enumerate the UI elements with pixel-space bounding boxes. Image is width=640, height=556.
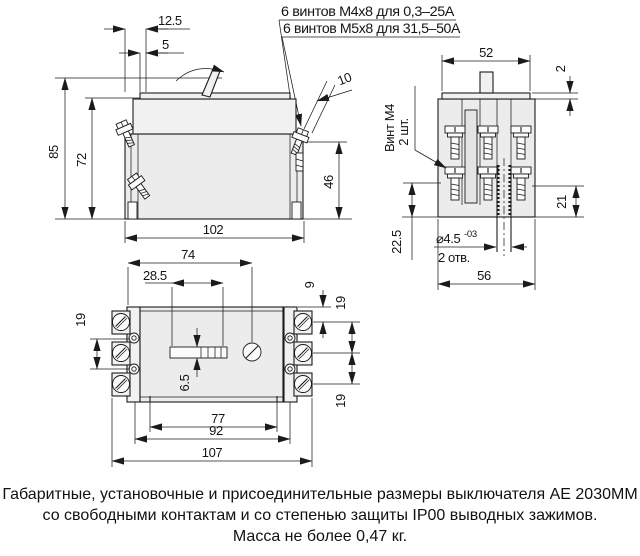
mounting-hole-section xyxy=(496,158,512,256)
dim-label-12-5: 12.5 xyxy=(158,13,182,28)
screw-m4-qty-text: 2 шт. xyxy=(396,118,411,145)
screw-m4-label: Винт М4 2 шт. xyxy=(382,86,447,169)
dim-pole-pitch-bottom: 19 xyxy=(313,352,360,408)
hole-tolerance-text: -03 xyxy=(464,229,477,240)
drawing-canvas: 6 винтов М4х8 для 0,3–25А 6 винтов М5х8 … xyxy=(46,3,584,467)
mounting-hole-callout: ⌀4.5 -03 2 отв. xyxy=(434,229,527,265)
terminal-blocks-right xyxy=(284,310,313,397)
dim-cover-width: 52 xyxy=(441,45,531,91)
hole-qty-text: 2 отв. xyxy=(438,250,470,265)
dim-slot-width: 6.5 xyxy=(177,328,201,391)
dim-pole-pitch-top: 19 xyxy=(313,296,360,354)
dim-slot-center: 28.5 xyxy=(143,268,224,346)
dim-hole-span: 77 xyxy=(149,402,278,432)
caption-line3: Масса не более 0,47 кг. xyxy=(232,528,408,545)
side-view xyxy=(402,71,584,256)
caption-line2: со свободными контактам и со степенью за… xyxy=(42,507,598,524)
adjustment-screw xyxy=(242,342,262,362)
terminal-blocks-left xyxy=(111,310,140,397)
dim-label-56: 56 xyxy=(477,268,491,283)
dim-label-52: 52 xyxy=(479,45,493,60)
dim-label-2: 2 xyxy=(553,65,568,72)
drawing-caption: Габаритные, установочные и присоединител… xyxy=(0,484,640,547)
dim-plan-overall-width: 107 xyxy=(111,398,313,467)
dim-label-19-bottom: 19 xyxy=(333,394,348,408)
dim-handle-center: 74 xyxy=(127,247,253,342)
handle-shaft xyxy=(479,71,494,94)
dim-terminal-height: 46 xyxy=(321,141,343,220)
dim-label-74: 74 xyxy=(181,247,195,262)
dim-label-22-5: 22.5 xyxy=(389,230,404,254)
dim-overall-depth: 56 xyxy=(437,219,536,290)
dim-label-102: 102 xyxy=(203,222,224,237)
dim-label-46: 46 xyxy=(321,175,336,189)
dim-overall-width: 102 xyxy=(124,221,305,243)
dim-label-5: 5 xyxy=(162,37,169,52)
dim-label-92: 92 xyxy=(209,423,223,438)
dim-label-19-left: 19 xyxy=(73,313,88,327)
breaker-body-front xyxy=(124,133,304,220)
dim-label-21: 21 xyxy=(554,195,569,209)
adjustment-slot xyxy=(169,346,228,359)
dim-cover-lip: 2 xyxy=(532,65,578,116)
dim-aux-pitch: 19 xyxy=(73,313,130,370)
dim-label-9: 9 xyxy=(302,281,317,288)
breaker-lid-front xyxy=(132,98,297,135)
plan-view xyxy=(111,306,313,403)
caption-line1: Габаритные, установочные и присоединител… xyxy=(2,486,638,503)
front-view xyxy=(55,64,352,220)
hole-diameter-text: ⌀4.5 xyxy=(436,231,460,246)
dim-label-28-5: 28.5 xyxy=(143,268,167,283)
dim-body-height: 72 xyxy=(74,97,96,220)
dim-label-77: 77 xyxy=(211,411,225,426)
screw-annotation-line2: 6 винтов М5х8 для 31,5–50А xyxy=(283,20,461,36)
dim-body-width: 92 xyxy=(134,402,291,444)
dim-label-72: 72 xyxy=(74,153,89,167)
dim-lever-offset: 12.5 xyxy=(104,13,190,92)
screw-m4-text: Винт М4 xyxy=(382,104,397,152)
dim-overall-height: 85 xyxy=(46,77,69,220)
dim-label-107: 107 xyxy=(202,445,223,460)
dim-label-85: 85 xyxy=(46,145,61,159)
screw-annotation-line1: 6 винтов М4х8 для 0,3–25А xyxy=(281,3,455,19)
screw-count-annotation: 6 винтов М4х8 для 0,3–25А 6 винтов М5х8 … xyxy=(278,3,461,127)
dim-label-19-top: 19 xyxy=(333,296,348,310)
dim-lever-slot: 5 xyxy=(119,37,184,92)
dim-terminal-to-base: 21 xyxy=(532,185,584,218)
dim-label-6-5: 6.5 xyxy=(177,374,192,391)
dim-screw-length: 10 xyxy=(303,69,354,134)
dim-screw-to-base: 22.5 xyxy=(389,182,441,260)
lever-travel-arc xyxy=(175,64,225,82)
dim-label-10: 10 xyxy=(335,69,353,88)
